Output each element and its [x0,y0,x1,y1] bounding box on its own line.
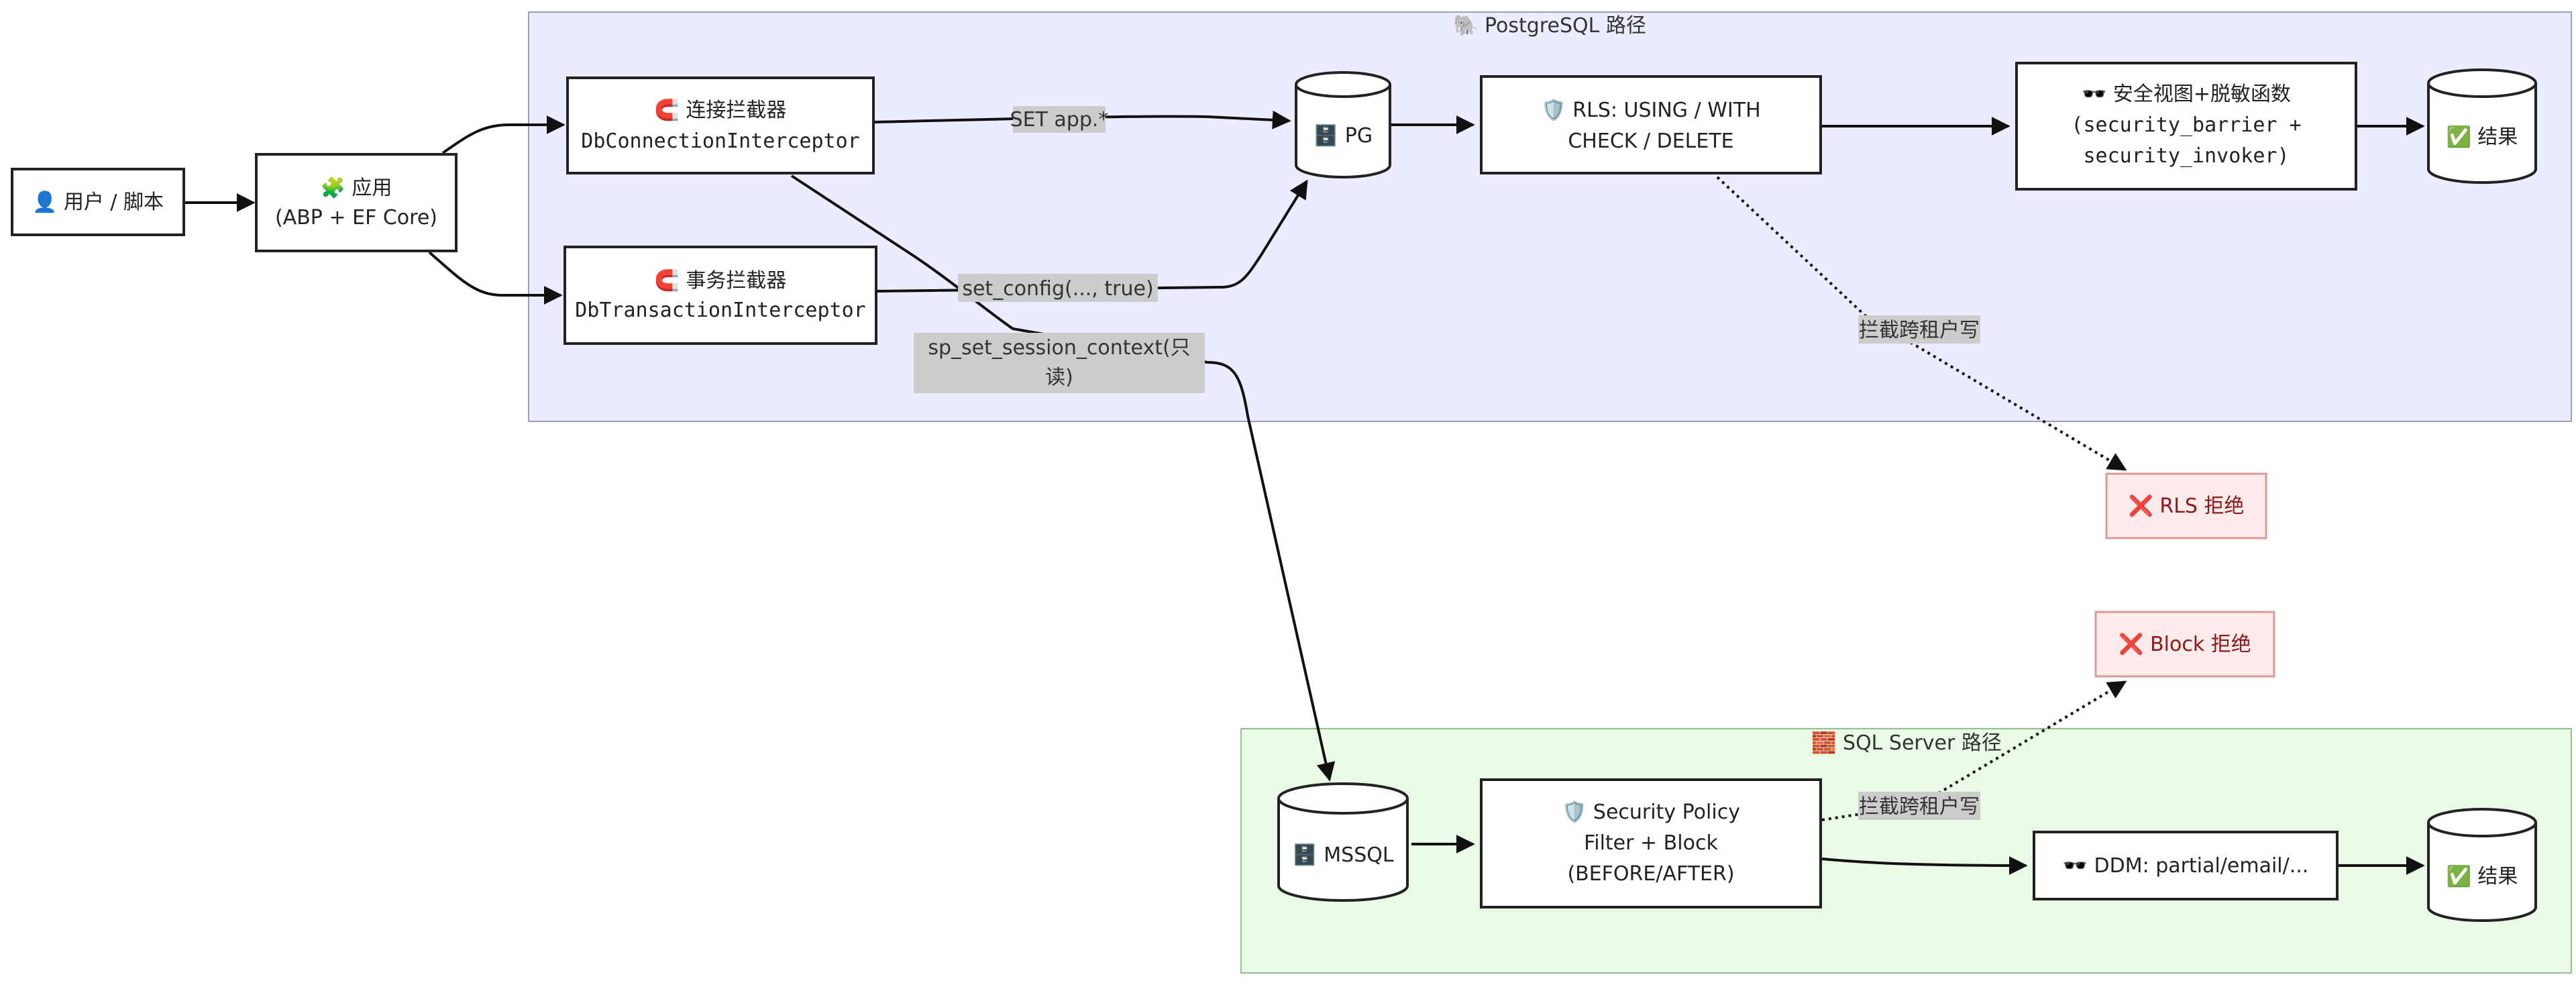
node-rls[interactable]: 🛡️ RLS: USING / WITH CHECK / DELETE [1480,75,1822,174]
node-conn-interceptor-line2: DbConnectionInterceptor [581,129,859,153]
node-tx-interceptor[interactable]: 🧲 事务拦截器 DbTransactionInterceptor [564,246,877,345]
node-rls-line1: 🛡️ RLS: USING / WITH [1541,98,1760,122]
node-app-line1: 🧩 应用 [321,176,392,200]
node-user-label: 👤 用户 / 脚本 [32,190,164,214]
node-ddm[interactable]: 🕶️ DDM: partial/email/... [2033,831,2339,900]
node-pg-result-label: ✅ 结果 [2447,125,2518,149]
node-pg-label: 🗄️ PG [1313,123,1373,148]
cluster-postgresql-title: 🐘 PostgreSQL 路径 [1453,14,1646,38]
node-secure-view-line1: 🕶️ 安全视图+脱敏函数 [2082,83,2291,106]
edge-app-to-conn [441,115,566,154]
node-mssql-label: 🗄️ MSSQL [1292,843,1393,867]
edge-label-policy-block-text: 拦截跨租户写 [1859,795,1980,819]
edge-app-to-tx [428,251,563,305]
edge-label-sp-context: sp_set_session_context(只 读) [914,333,1205,393]
edge-label-set-config-text: set_config(..., true) [962,277,1153,301]
edge-label-rls-block: 拦截跨租户写 [1858,315,1980,344]
node-rls-reject-label: ❌ RLS 拒绝 [2128,494,2244,518]
edge-label-policy-block: 拦截跨租户写 [1858,792,1980,820]
edge-label-set-config: set_config(..., true) [958,274,1158,302]
cluster-sqlserver-title: 🧱 SQL Server 路径 [1811,731,2002,755]
node-secure-view-line2: (security_barrier + [2071,113,2301,137]
node-security-policy-line3: (BEFORE/AFTER) [1567,862,1734,886]
node-user[interactable]: 👤 用户 / 脚本 [11,168,185,236]
node-pg-db[interactable]: 🗄️ PG [1295,71,1391,178]
cluster-sqlserver: 🧱 SQL Server 路径 [1240,728,2572,974]
node-mssql-result-label: ✅ 结果 [2447,864,2518,888]
node-block-reject-label: ❌ Block 拒绝 [2118,632,2251,656]
edge-policy-to-ddm [1821,856,2028,875]
edge-conn-to-mssql [790,174,1336,782]
node-security-policy-line2: Filter + Block [1584,831,1718,855]
node-conn-interceptor[interactable]: 🧲 连接拦截器 DbConnectionInterceptor [566,76,875,174]
node-secure-view[interactable]: 🕶️ 安全视图+脱敏函数 (security_barrier + securit… [2015,62,2357,191]
node-app-line2: (ABP + EF Core) [275,206,437,229]
node-security-policy[interactable]: 🛡️ Security Policy Filter + Block (BEFOR… [1480,778,1822,909]
node-block-reject[interactable]: ❌ Block 拒绝 [2094,611,2275,678]
node-tx-interceptor-line2: DbTransactionInterceptor [575,299,865,322]
node-rls-line2: CHECK / DELETE [1568,129,1733,153]
node-app[interactable]: 🧩 应用 (ABP + EF Core) [255,153,458,252]
node-tx-interceptor-line1: 🧲 事务拦截器 [655,268,787,293]
edge-label-set-app: SET app.* [1010,106,1109,133]
node-mssql-result[interactable]: ✅ 结果 [2427,808,2537,922]
node-rls-reject[interactable]: ❌ RLS 拒绝 [2105,472,2267,539]
edge-label-rls-block-text: 拦截跨租户写 [1859,319,1980,342]
edge-label-sp-context-line1: sp_set_session_context(只 [928,336,1190,360]
edge-label-set-app-text: SET app.* [1010,108,1109,132]
node-pg-result[interactable]: ✅ 结果 [2427,68,2537,184]
node-conn-interceptor-line1: 🧲 连接拦截器 [655,98,787,122]
node-secure-view-line3: security_invoker) [2083,144,2289,168]
edges [184,110,2425,875]
edge-tx-to-pg [875,179,1308,293]
node-ddm-label: 🕶️ DDM: partial/email/... [2063,854,2309,878]
node-mssql-db[interactable]: 🗄️ MSSQL [1277,782,1409,902]
edge-label-sp-context-line2: 读) [1045,366,1073,389]
node-security-policy-line1: 🛡️ Security Policy [1562,800,1740,824]
